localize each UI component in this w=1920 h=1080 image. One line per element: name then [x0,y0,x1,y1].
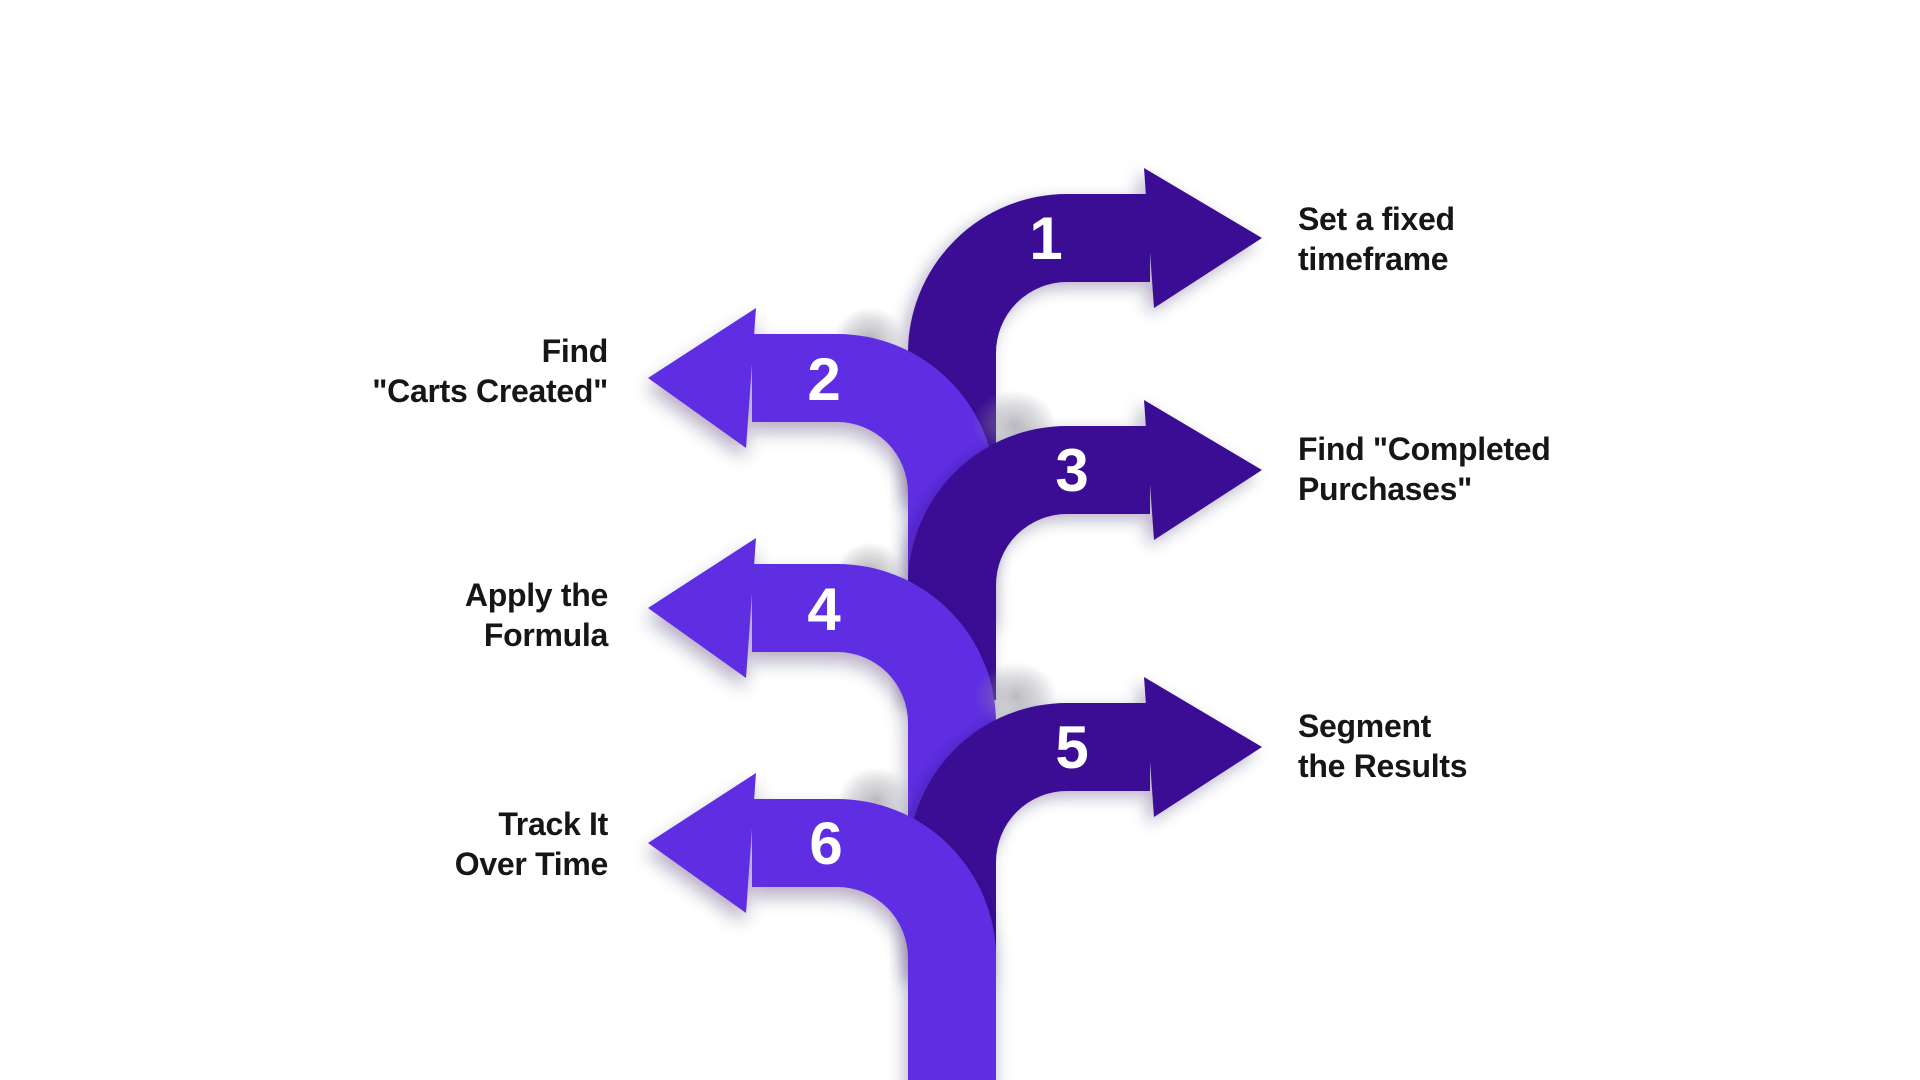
step-2-arrowhead-left-icon [648,308,756,448]
step-5-label-line-2: the Results [1298,748,1467,784]
step-2-label-line-2: "Carts Created" [372,373,608,409]
step-4-arrow: 4 [648,538,996,832]
step-2-arrow: 2 [648,308,996,620]
step-1-label-line-1: Set a fixed [1298,201,1455,237]
step-5-arrow: 5 [908,677,1262,975]
step-5-pipe [908,703,1150,975]
step-6-label-line-2: Over Time [455,846,608,882]
step-1-arrow: 1 [908,168,1262,500]
step-4-number: 4 [807,576,841,643]
step-2-label-line-1: Find [542,333,608,369]
step-3-arrow: 3 [908,400,1262,700]
step-1-label-line-2: timeframe [1298,241,1448,277]
step-3-label-line-1: Find "Completed [1298,431,1550,467]
step-labels: Set a fixed timeframe Find "Carts Create… [372,201,1550,882]
step-4-label-line-2: Formula [484,617,609,653]
step-5-number: 5 [1055,714,1088,781]
step-1-arrowhead-right-icon [1144,168,1262,308]
step-6-number: 6 [809,810,842,877]
step-2-pipe [752,334,996,620]
step-1-pipe [908,194,1150,500]
step-5-arrowhead-right-icon [1144,677,1262,817]
step-6-pipe [752,799,996,1080]
step-5-label-line-1: Segment [1298,708,1432,744]
step-6-arrowhead-left-icon [648,773,756,913]
step-4-label-line-1: Apply the [465,577,608,613]
step-3-number: 3 [1055,437,1088,504]
step-6-label-line-1: Track It [498,806,608,842]
step-6-arrow: 6 [648,773,996,1080]
step-1-number: 1 [1029,205,1062,272]
step-3-pipe [908,426,1150,700]
step-2-number: 2 [807,346,840,413]
step-3-arrowhead-right-icon [1144,400,1262,540]
step-4-arrowhead-left-icon [648,538,756,678]
step-4-pipe [752,564,996,832]
step-3-label-line-2: Purchases" [1298,471,1472,507]
